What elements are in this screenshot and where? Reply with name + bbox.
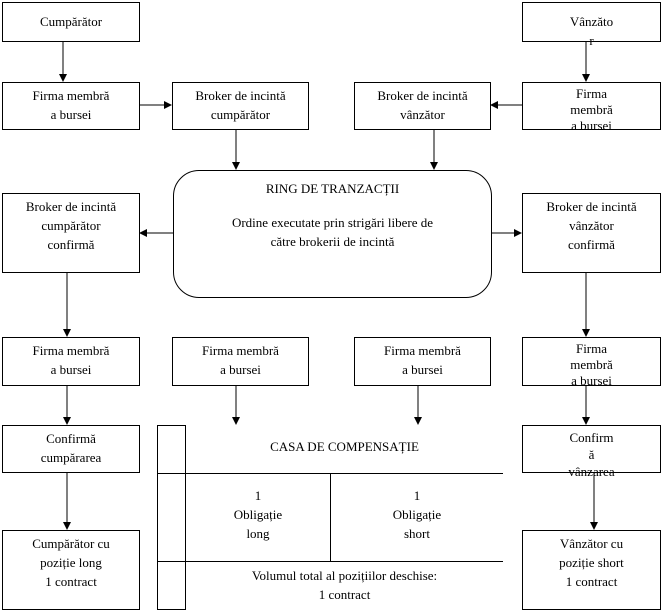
member-firm-buyer-box: Firma membră a bursei [2, 82, 140, 130]
label: Cumpărător [39, 14, 103, 29]
label: membră [570, 357, 613, 372]
label: a bursei [402, 362, 443, 377]
label: short [404, 526, 430, 541]
label: vânzarea [568, 464, 615, 479]
label: Cumpărător cu [32, 536, 110, 551]
label: a bursei [571, 118, 612, 133]
label: 1 contract [45, 574, 97, 589]
seller-box: Vânzăto r [522, 2, 661, 48]
label: Obligație [233, 507, 283, 522]
label: cumpărător [41, 218, 101, 233]
label: Volumul total al pozițiilor deschise: [251, 568, 438, 583]
label: Firma membră [32, 343, 110, 358]
label: Broker de incintă [546, 199, 637, 214]
label: 1 contract [318, 587, 371, 602]
floor-broker-buyer-box: Broker de incintă cumpărător [172, 82, 309, 130]
floor-broker-seller-box: Broker de incintă vânzător [354, 82, 491, 130]
label: Vânzător cu [559, 536, 624, 551]
label: Confirm [569, 430, 614, 445]
label: r [589, 33, 594, 48]
ring-title: RING DE TRANZACȚII [265, 181, 400, 196]
label: Vânzăto [569, 14, 614, 29]
seller-short-position-box: Vânzător cu poziție short 1 contract [522, 530, 661, 610]
label: Broker de incintă [195, 88, 286, 103]
label: a bursei [50, 107, 92, 122]
label: confirmă [47, 237, 95, 252]
label: 1 [254, 488, 262, 503]
label: Broker de incintă [25, 199, 117, 214]
label: Confirmă [46, 431, 96, 446]
label: Firma membră [384, 343, 461, 358]
label: a bursei [571, 373, 612, 388]
broker-buyer-confirm-box: Broker de incintă cumpărător confirmă [2, 193, 140, 273]
buyer-box: Cumpărător [2, 2, 140, 42]
label: Firma [575, 341, 608, 356]
open-interest-total: Volumul total al pozițiilor deschise: 1 c… [186, 566, 503, 604]
label: a bursei [220, 362, 261, 377]
clearing-house-grid [157, 425, 503, 610]
label: ă [588, 447, 595, 462]
ring-desc: către brokerii de incintă [270, 234, 395, 249]
buyer-long-position-box: Cumpărător cu poziție long 1 contract [2, 530, 140, 610]
label: vânzător [400, 107, 445, 122]
broker-seller-confirm-box: Broker de incintă vânzător confirmă [522, 193, 661, 273]
label: Firma membră [202, 343, 279, 358]
label: cumpărător [210, 107, 271, 122]
clearing-house-title: CASA DE COMPENSAȚIE [270, 439, 419, 454]
label: long [246, 526, 270, 541]
label: membră [570, 102, 613, 117]
confirm-sale-box: Confirm ă vânzarea [522, 425, 661, 479]
member-firm-box: Firma membră a bursei [354, 337, 491, 386]
label: Obligație [392, 507, 442, 522]
label: Firma [575, 86, 608, 101]
label: cumpărarea [40, 450, 102, 465]
label: confirmă [568, 237, 615, 252]
label: Broker de incintă [377, 88, 468, 103]
label: 1 contract [565, 574, 618, 589]
confirm-purchase-box: Confirmă cumpărarea [2, 425, 140, 473]
label: a bursei [50, 362, 92, 377]
ring-desc: Ordine executate prin strigări libere de [231, 215, 434, 230]
label: Firma membră [32, 88, 110, 103]
label: poziție long [40, 555, 102, 570]
trading-ring: RING DE TRANZACȚII Ordine executate prin… [173, 170, 492, 298]
member-firm-box: Firma membră a bursei [2, 337, 140, 386]
member-firm-box: Firma membră a bursei [172, 337, 309, 386]
label: 1 [413, 488, 421, 503]
label: vânzător [569, 218, 614, 233]
label: poziție short [559, 555, 624, 570]
